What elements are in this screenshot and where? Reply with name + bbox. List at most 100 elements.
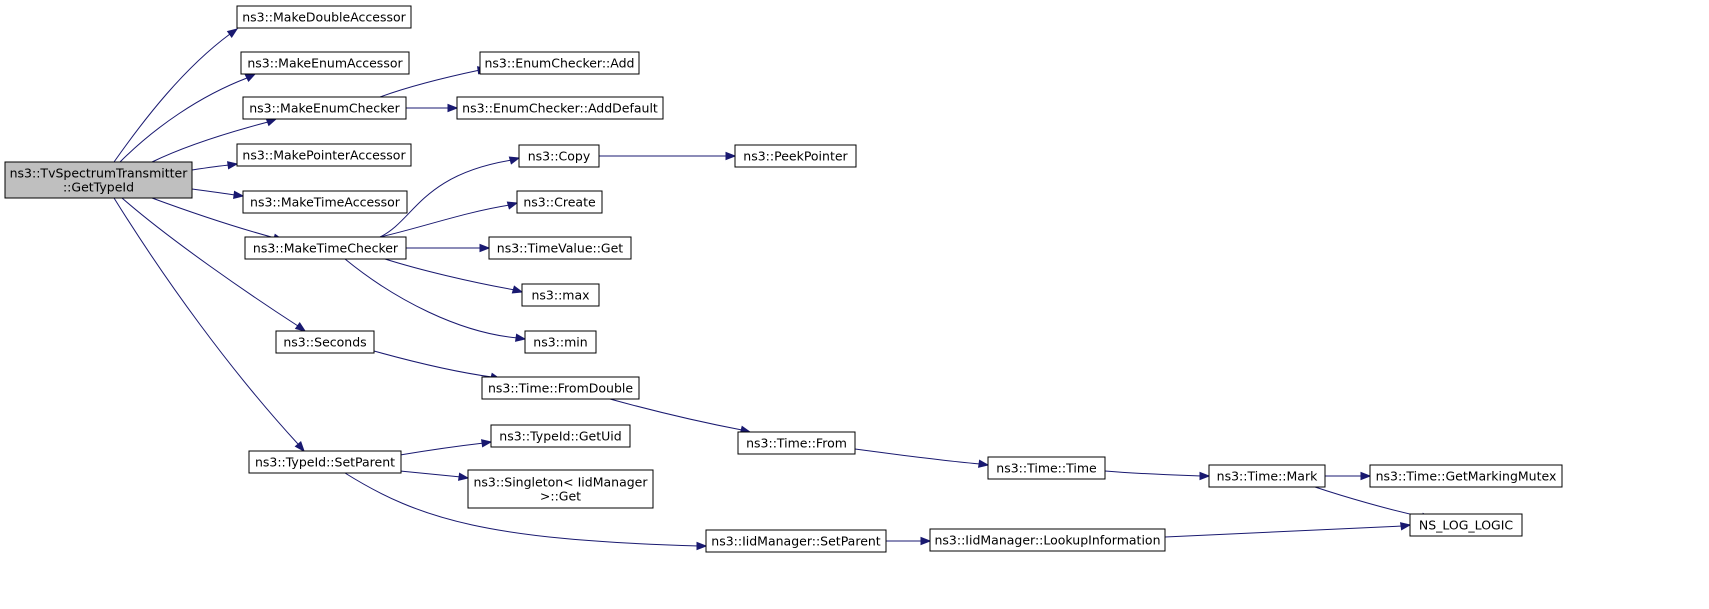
edge-line [344,472,700,547]
node-box [244,236,407,260]
edge-line [379,204,511,238]
edge-n6-n11 [379,156,521,238]
node-box [929,528,1166,552]
node-box [737,431,856,455]
edge-line [151,121,269,163]
node-label: ns3::Time::Time [996,461,1097,476]
edge-n11-n16 [598,151,737,161]
node-box [521,283,600,307]
node-box [518,144,600,168]
edge-n6-n13 [406,243,491,253]
graph-node[interactable]: ns3::Time::FromDouble [481,376,640,400]
node-box [705,529,887,553]
graph-node[interactable]: ns3::min [524,330,597,354]
node-label: ns3::TimeValue::Get [497,241,624,256]
node-box [524,330,597,354]
node-label: ns3::MakeEnumAccessor [247,56,403,71]
node-box [479,51,640,75]
edge-n0-n1 [113,28,239,163]
edge-n17-n18 [609,398,752,434]
edge-n6-n14 [384,258,524,294]
graph-node[interactable]: ns3::MakeTimeChecker [244,236,407,260]
graph-node[interactable]: ns3::MakeEnumChecker [242,96,407,120]
edge-line [379,69,481,98]
node-label: ns3::TypeId::GetUid [499,429,621,444]
edge-n3-n10 [405,103,459,113]
node-label: ns3::min [533,335,587,350]
graph-node[interactable]: NS_LOG_LOGIC [1409,513,1523,537]
node-box [488,236,632,260]
node-label: ns3::Time::Mark [1217,469,1318,484]
node-box [467,469,654,509]
edge-line [113,197,299,445]
edge-line [384,258,516,291]
node-label: ns3::MakeEnumChecker [249,101,400,116]
graph-node[interactable]: ns3::TypeId::GetUid [490,424,631,448]
edge-line [191,188,236,196]
node-label: ns3::Create [523,195,596,210]
graph-node[interactable]: ns3::IidManager::SetParent [705,529,887,553]
node-label: ns3::MakePointerAccessor [242,148,406,163]
arrowhead-icon [233,190,245,200]
node-label: ns3::max [531,288,589,303]
graph-node[interactable]: ns3::PeekPointer [734,144,857,168]
graph-node[interactable]: ns3::Seconds [275,330,375,354]
graph-node[interactable]: ns3::Singleton< IidManager>::Get [467,469,654,509]
edge-line [1314,486,1424,518]
node-box [734,144,857,168]
node-box [4,161,193,199]
graph-node[interactable]: ns3::Time::Mark [1208,464,1326,488]
node-label: ns3::EnumChecker::Add [485,56,635,71]
node-box [1208,464,1326,488]
graph-node[interactable]: ns3::MakeDoubleAccessor [236,5,412,29]
edge-line [151,197,276,239]
graph-node[interactable]: ns3::Time::From [737,431,856,455]
edge-n6-n15 [344,258,527,342]
graph-node[interactable]: ns3::TimeValue::Get [488,236,632,260]
graph-node[interactable]: ns3::Time::Time [987,456,1106,480]
graph-node[interactable]: ns3::max [521,283,600,307]
node-box [242,190,408,214]
node-label: ns3::Singleton< IidManager [473,475,648,490]
graph-node[interactable]: ns3::MakeTimeAccessor [242,190,408,214]
arrowhead-icon [294,322,307,332]
node-label: ns3::EnumChecker::AddDefault [462,101,658,116]
node-label: ns3::TypeId::SetParent [255,455,395,470]
node-label: ns3::Copy [528,149,591,164]
node-label: ::GetTypeId [63,180,134,195]
node-box [248,450,402,474]
node-label: ns3::IidManager::LookupInformation [934,533,1160,548]
node-box [516,190,603,214]
edge-line [119,77,248,163]
edge-line [121,197,299,327]
edge-n0-n5 [191,188,245,200]
graph-node[interactable]: ns3::MakeEnumAccessor [240,51,410,75]
edge-line [344,258,519,339]
graph-node[interactable]: ns3::Time::GetMarkingMutex [1369,464,1563,488]
graph-node[interactable]: ns3::EnumChecker::Add [479,51,640,75]
graph-node[interactable]: ns3::TypeId::SetParent [248,450,402,474]
edge-line [373,350,493,378]
graph-node[interactable]: ns3::EnumChecker::AddDefault [456,96,664,120]
node-box [242,96,407,120]
edge-n0-n2 [119,73,257,163]
edge-line [609,398,743,431]
node-label: ns3::Time::GetMarkingMutex [1376,469,1557,484]
edge-n6-n12 [379,201,519,238]
graph-node[interactable]: ns3::IidManager::LookupInformation [929,528,1166,552]
node-label: ns3::MakeTimeAccessor [250,195,401,210]
graph-node[interactable]: ns3::Create [516,190,603,214]
node-box [1369,464,1563,488]
edge-n0-n7 [121,197,307,332]
node-label: ns3::TvSpectrumTransmitter [10,166,189,181]
edge-line [113,33,231,163]
edge-n0-n8 [113,197,305,453]
root-node[interactable]: ns3::TvSpectrumTransmitter::GetTypeId [4,161,193,199]
graph-node[interactable]: ns3::Copy [518,144,600,168]
graph-node[interactable]: ns3::MakePointerAccessor [236,143,412,167]
node-box [987,456,1106,480]
arrowhead-icon [226,28,239,38]
node-box [481,376,640,400]
arrowhead-icon [508,156,521,165]
